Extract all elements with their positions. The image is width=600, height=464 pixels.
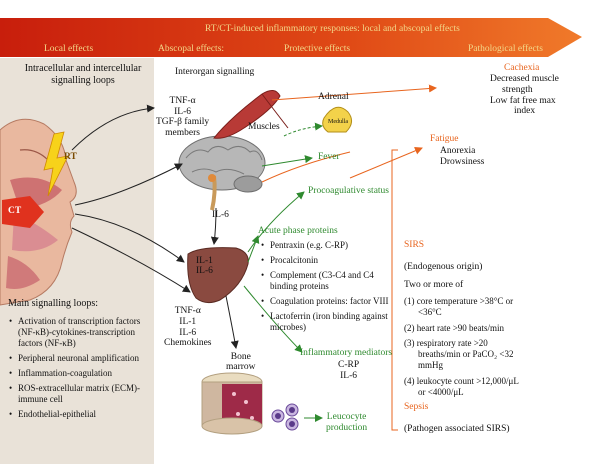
ct-label: CT: [8, 206, 22, 216]
sirs-brace: [391, 149, 398, 431]
adrenal-label: Adrenal: [318, 92, 349, 102]
leucocyte-production-label: Leucocyte production: [326, 412, 368, 433]
procoagulative-label: Procoagulative status: [308, 186, 389, 196]
loop-item: Peripheral neuronal amplification: [9, 353, 148, 364]
signalling-loops-title: Intracellular and intercellular signalli…: [24, 63, 142, 86]
fever-label: Fever: [318, 152, 340, 162]
acute-phase-list: Pentraxin (e.g. C-RP) Procalcitonin Comp…: [258, 240, 390, 333]
acute-phase-item: Lactoferrin (iron binding against microb…: [261, 311, 390, 333]
brain-illustration: [178, 135, 266, 211]
muscles-illustration: [213, 90, 289, 139]
banner-arrow: [0, 18, 582, 57]
acute-phase-item: Complement (C3-C4 and C4 binding protein…: [261, 270, 390, 292]
liver-cytokines: IL-1 IL-6: [196, 256, 213, 277]
local-effects-heading: Local effects: [44, 44, 94, 54]
acute-phase-item: Coagulation proteins: factor VIII: [261, 296, 390, 307]
muscles-label: Muscles: [248, 122, 280, 132]
sepsis-title: Sepsis: [404, 402, 429, 412]
sirs-two-or-more: Two or more of: [404, 280, 464, 290]
main-loops-title: Main signalling loops:: [8, 298, 98, 309]
interorgan-signalling-label: Interorgan signalling: [175, 67, 255, 77]
inflammatory-mediators-title: Inflammatory mediators: [300, 348, 393, 358]
acute-phase-item: Pentraxin (e.g. C-RP): [261, 240, 390, 251]
banner-title: RT/CT-induced inflammatory responses: lo…: [205, 24, 460, 34]
loop-item: ROS-extracellular matrix (ECM)-immune ce…: [9, 383, 148, 405]
bone-illustration: [201, 372, 263, 435]
inflammatory-mediators-list: C-RP IL-6: [338, 360, 360, 381]
cachexia-details: Decreased muscle strength Low fat free m…: [490, 74, 559, 117]
adrenal-illustration: [322, 106, 352, 133]
sepsis-detail: (Pathogen associated SIRS): [404, 424, 510, 434]
sirs-origin: (Endogenous origin): [404, 262, 483, 272]
main-loops-list-wrap: Activation of transcription factors (NF-…: [6, 316, 148, 424]
sirs-criteria: (1) core temperature >38°C or <36°C (2) …: [404, 296, 519, 397]
acute-phase-list-wrap: Pentraxin (e.g. C-RP) Procalcitonin Comp…: [258, 240, 390, 337]
loop-item: Inflammation-coagulation: [9, 368, 148, 379]
abscopal-effects-heading: Abscopal effects:: [158, 44, 225, 54]
rt-bolt: [43, 131, 69, 197]
medulla-label: Medulla: [328, 119, 348, 125]
cachexia-title: Cachexia: [504, 63, 540, 73]
ct-arrow: [2, 196, 44, 228]
protective-effects-heading: Protective effects: [284, 44, 351, 54]
pathological-effects-heading: Pathological effects: [468, 44, 544, 54]
cytokines-bottom: TNF-α IL-1 IL-6 Chemokines: [164, 306, 212, 349]
acute-phase-title: Acute phase proteins: [258, 226, 338, 236]
bone-marrow-label: Bone marrow: [226, 352, 256, 373]
rt-label: RT: [64, 152, 77, 162]
fatigue-details: Anorexia Drowsiness: [440, 146, 485, 167]
leucocyte-cells: [271, 403, 299, 431]
sirs-title: SIRS: [404, 240, 425, 250]
brain-il6-label: IL-6: [212, 210, 229, 220]
cytokines-top: TNF-α IL-6 TGF-β family members: [156, 96, 210, 138]
acute-phase-item: Procalcitonin: [261, 255, 390, 266]
main-loops-list: Activation of transcription factors (NF-…: [6, 316, 148, 420]
liver-illustration: [187, 247, 249, 304]
fatigue-title: Fatigue: [430, 134, 459, 144]
loop-item: Endothelial-epithelial: [9, 409, 148, 420]
loop-item: Activation of transcription factors (NF-…: [9, 316, 148, 349]
